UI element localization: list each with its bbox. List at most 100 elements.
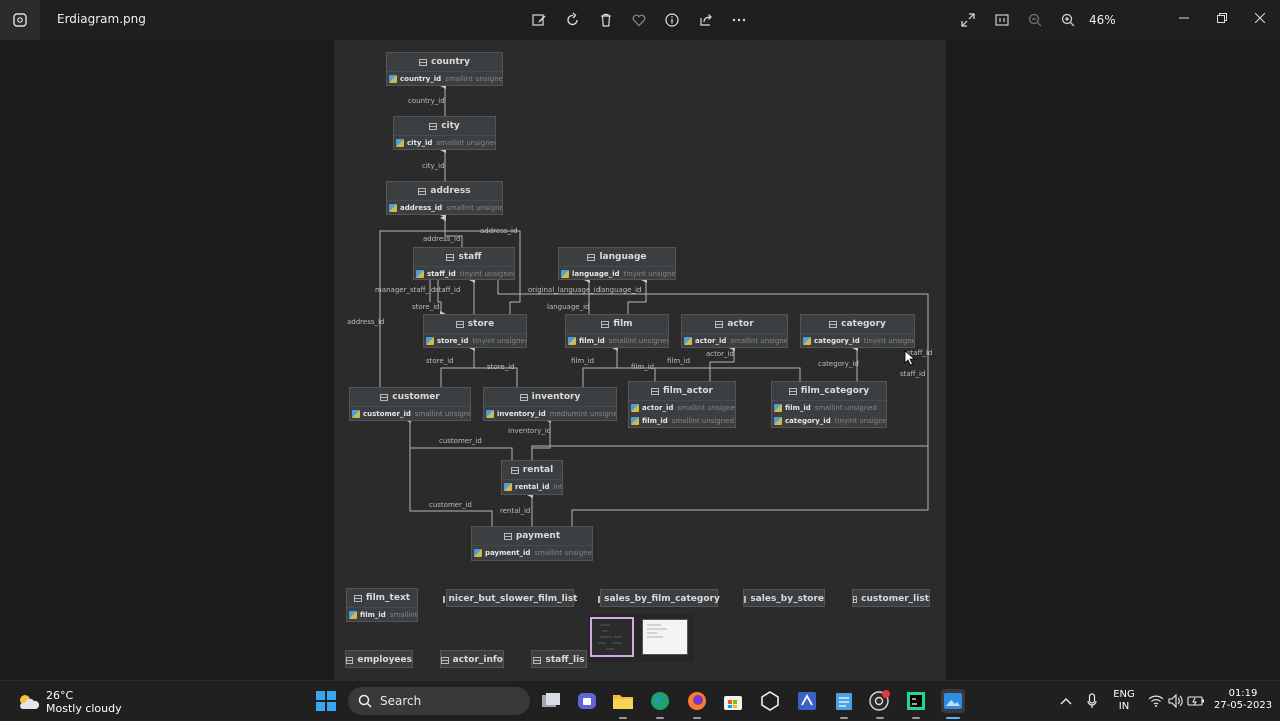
start-icon[interactable] [314,689,338,713]
rel-label: store_id [487,363,515,371]
rel-label: country_id [408,97,445,105]
rel-label: category_id [818,360,859,368]
battery-icon[interactable] [1184,689,1208,713]
running-indicator [912,717,920,719]
table-name: payment [515,531,561,541]
datagrip-icon[interactable] [904,689,928,719]
relationship-lines [379,83,929,526]
store-icon[interactable] [721,689,745,713]
zoom-out-icon[interactable] [1024,10,1046,30]
unity-icon[interactable] [758,689,782,713]
column-type: tinyint unsigned [623,269,676,278]
clock[interactable]: 01:19 27-05-2023 [1212,688,1274,712]
column-type: tinyint unsigned [834,416,886,425]
rotate-icon[interactable] [562,10,584,30]
clock-time: 01:19 [1228,688,1258,699]
primary-key-icon [389,74,397,83]
actual-size-icon[interactable] [991,10,1013,30]
volume-icon[interactable] [1164,689,1188,713]
column-name: film_id [579,336,605,345]
column-name: inventory_id [497,409,546,418]
microphone-icon[interactable] [1080,689,1104,713]
table-icon [601,320,610,328]
rel-label: staff_id [900,370,926,378]
edge-icon[interactable] [648,689,672,719]
favorite-icon[interactable] [628,10,650,30]
file-explorer-icon[interactable] [611,689,635,719]
image-viewer[interactable]: country_id city_id address_id address_id… [0,40,1280,680]
primary-key-icon [631,403,639,412]
firefox-icon[interactable] [685,689,709,719]
primary-key-icon [349,610,357,619]
primary-key-icon [631,416,639,425]
view-icon [744,595,747,603]
table-name: film_category [800,386,870,396]
share-icon[interactable] [695,10,717,30]
wifi-icon[interactable] [1144,689,1168,713]
photos-icon[interactable] [941,689,965,719]
table-icon [519,393,528,401]
thumbnail-next[interactable] [642,619,688,655]
column-type: smallint unsigned [677,403,735,412]
rel-label: language_id [599,286,642,294]
info-icon[interactable] [661,10,683,30]
close-icon[interactable] [1246,6,1274,30]
running-indicator [840,717,848,719]
column-type: tinyint unsigned [863,336,914,345]
zoom-in-icon[interactable] [1057,10,1079,30]
primary-key-icon [486,409,494,418]
view-nicer-but-slower-film-list: nicer_but_slower_film_list [442,589,577,607]
minimize-icon[interactable] [1170,6,1198,30]
table-name: city [441,121,460,131]
rel-label: actor_id [706,350,734,358]
table-icon [418,187,427,195]
task-view-icon[interactable] [539,689,563,713]
view-customer-list: customer_list [852,589,930,607]
view-staff-list: staff_lis [531,650,587,668]
primary-key-icon [774,416,782,425]
fullscreen-icon[interactable] [957,10,979,30]
thumbnail-current[interactable] [590,617,634,657]
clock-date: 27-05-2023 [1213,700,1273,711]
column-name: customer_id [363,409,411,418]
restore-icon[interactable] [1208,6,1236,30]
active-indicator [946,717,960,719]
primary-key-icon [684,336,692,345]
input-language[interactable]: ENG IN [1112,689,1136,713]
column-name: category_id [785,416,831,425]
table-name: language [599,252,647,262]
chevron-up-icon[interactable] [1054,689,1078,713]
edit-image-icon[interactable] [528,10,550,30]
more-icon[interactable] [728,10,750,30]
table-icon [651,387,660,395]
rel-label: manager_staff_id [375,286,436,294]
zoom-level[interactable]: 46% [1089,13,1116,27]
rel-label: customer_id [429,501,472,509]
table-icon [715,320,724,328]
notepad-icon[interactable] [832,689,856,719]
column-name: language_id [572,269,620,278]
delete-icon[interactable] [595,10,617,30]
photos-app-icon [0,0,40,40]
weather-widget[interactable]: 26°C Mostly cloudy [16,689,122,715]
column-type: smallint unsigned [534,548,592,557]
rel-label: store_id [412,303,440,311]
rel-label: address_id [347,318,385,326]
chrome-icon[interactable] [868,689,892,719]
visual-studio-icon[interactable] [795,689,819,713]
table-name: actor [727,319,754,329]
search-label: Search [380,694,422,708]
rel-label: city_id [422,162,445,170]
taskbar-search[interactable]: Search [348,687,530,715]
running-indicator [693,717,701,719]
teams-icon[interactable] [575,689,599,713]
column-name: rental_id [515,482,550,491]
